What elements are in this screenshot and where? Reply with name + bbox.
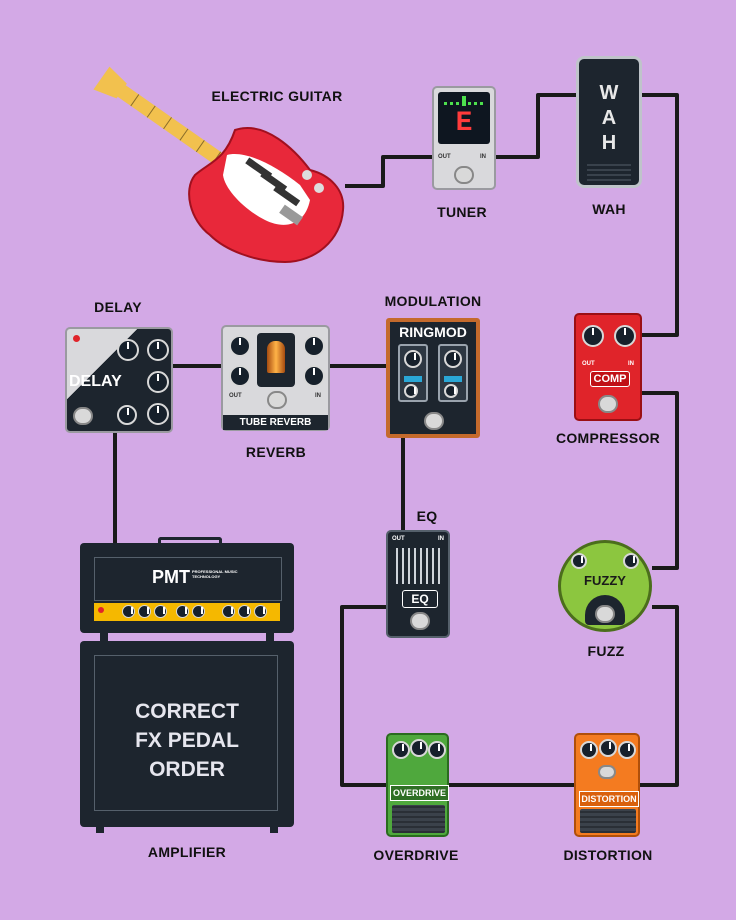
eq-footswitch[interactable]: [410, 612, 430, 630]
reverb-footswitch[interactable]: [267, 391, 287, 409]
reverb-in-label: IN: [315, 393, 321, 399]
delay-text: DELAY: [69, 373, 122, 390]
eq-text: EQ: [402, 590, 438, 608]
eq-sliders[interactable]: [396, 548, 442, 584]
tuner-out-label: OUT: [438, 154, 451, 160]
amp-cabinet: CORRECT FX PEDAL ORDER: [80, 641, 294, 827]
tuner-note: E: [455, 108, 473, 139]
distortion-text: DISTORTION: [579, 791, 639, 807]
delay-pedal[interactable]: DELAY: [65, 327, 173, 433]
cable-fuzz-distortion: [640, 605, 679, 787]
tuner-pedal[interactable]: E OUT IN: [432, 86, 496, 190]
amplifier: PMT PROFESSIONAL MUSIC TECHNOLOGY CORREC…: [80, 537, 294, 833]
distortion-footswitch[interactable]: [580, 809, 636, 833]
fuzz-label: FUZZ: [587, 643, 625, 659]
cable-wah-comp: [642, 93, 679, 337]
wah-pedal[interactable]: WAH: [576, 56, 642, 188]
tube-reverb-text: TUBE REVERB: [223, 415, 328, 430]
guitar-label: ELECTRIC GUITAR: [211, 88, 343, 104]
tuner-label: TUNER: [437, 204, 487, 220]
delay-led: [73, 335, 80, 342]
amp-brand-sub: PROFESSIONAL MUSIC TECHNOLOGY: [192, 569, 238, 579]
wah-text: WAH: [599, 82, 619, 154]
delay-footswitch[interactable]: [73, 407, 93, 425]
fuzz-footswitch[interactable]: [595, 605, 615, 623]
amp-handle: [158, 537, 222, 548]
tuner-in-label: IN: [480, 154, 486, 160]
cabinet-title: CORRECT FX PEDAL ORDER: [135, 700, 239, 781]
electric-guitar-icon: [93, 66, 345, 264]
reverb-out-label: OUT: [229, 393, 242, 399]
overdrive-pedal[interactable]: OVERDRIVE: [386, 733, 449, 837]
ringmod-text: RINGMOD: [399, 324, 467, 340]
cable-guitar-tuner: [345, 155, 432, 188]
tuner-display: E: [438, 92, 490, 144]
modulation-pedal[interactable]: RINGMOD: [386, 318, 480, 438]
overdrive-text: OVERDRIVE: [390, 785, 449, 801]
reverb-label: REVERB: [245, 444, 307, 460]
fuzz-pedal[interactable]: FUZZY: [558, 540, 652, 632]
cable-overdrive-eq: [340, 605, 386, 787]
modulation-label: MODULATION: [384, 293, 482, 309]
eq-out-label: OUT: [392, 536, 405, 542]
distortion-label: DISTORTION: [563, 847, 653, 863]
eq-in-label: IN: [438, 536, 444, 542]
overdrive-footswitch[interactable]: [392, 805, 445, 833]
amp-control-panel: [94, 603, 280, 621]
eq-pedal[interactable]: OUT IN EQ: [386, 530, 450, 638]
compressor-pedal[interactable]: OUT IN COMP: [574, 313, 642, 421]
comp-out-label: OUT: [582, 361, 595, 367]
eq-label: EQ: [416, 508, 438, 524]
modulation-footswitch[interactable]: [424, 412, 444, 430]
wah-label: WAH: [592, 201, 626, 217]
overdrive-label: OVERDRIVE: [373, 847, 459, 863]
amp-head: PMT PROFESSIONAL MUSIC TECHNOLOGY: [80, 543, 294, 633]
tuner-footswitch[interactable]: [454, 166, 474, 184]
cable-tuner-wah: [496, 93, 576, 159]
reverb-pedal[interactable]: OUT IN TUBE REVERB: [221, 325, 330, 431]
fuzz-text: FUZZY: [584, 573, 626, 588]
comp-text: COMP: [590, 371, 630, 387]
amp-brand: PMT: [152, 567, 190, 587]
amplifier-label: AMPLIFIER: [147, 844, 227, 860]
comp-in-label: IN: [628, 361, 634, 367]
comp-footswitch[interactable]: [598, 395, 618, 413]
delay-label: DELAY: [94, 299, 142, 315]
distortion-pedal[interactable]: DISTORTION: [574, 733, 640, 837]
compressor-label: COMPRESSOR: [555, 430, 661, 446]
cable-comp-fuzz: [642, 391, 679, 570]
